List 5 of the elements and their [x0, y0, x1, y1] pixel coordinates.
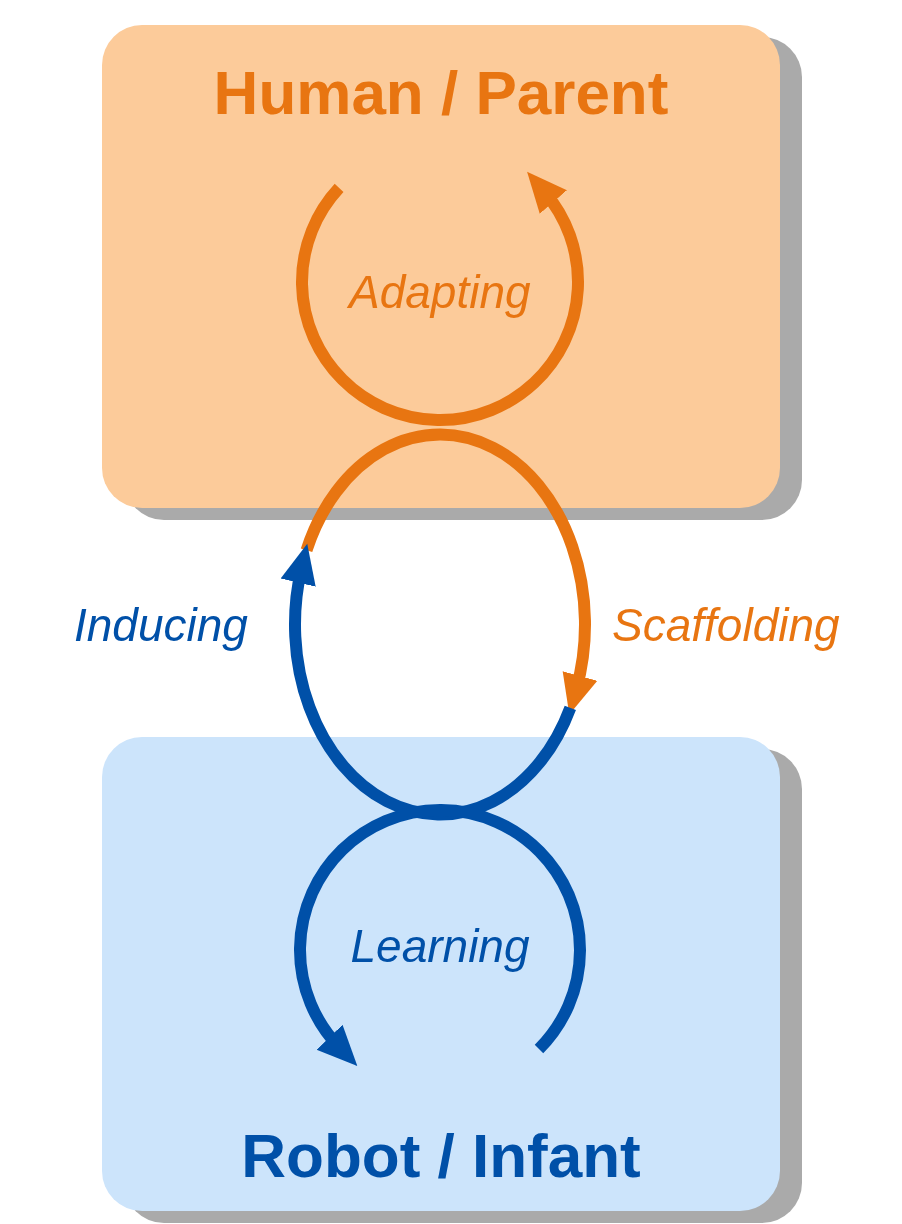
agent-heading: Human / Parent [213, 57, 669, 128]
agent-heading: Robot / Infant [241, 1120, 641, 1191]
curved-arrow [294, 804, 586, 1068]
curved-arrow [281, 543, 576, 821]
curved-arrow [296, 170, 584, 426]
